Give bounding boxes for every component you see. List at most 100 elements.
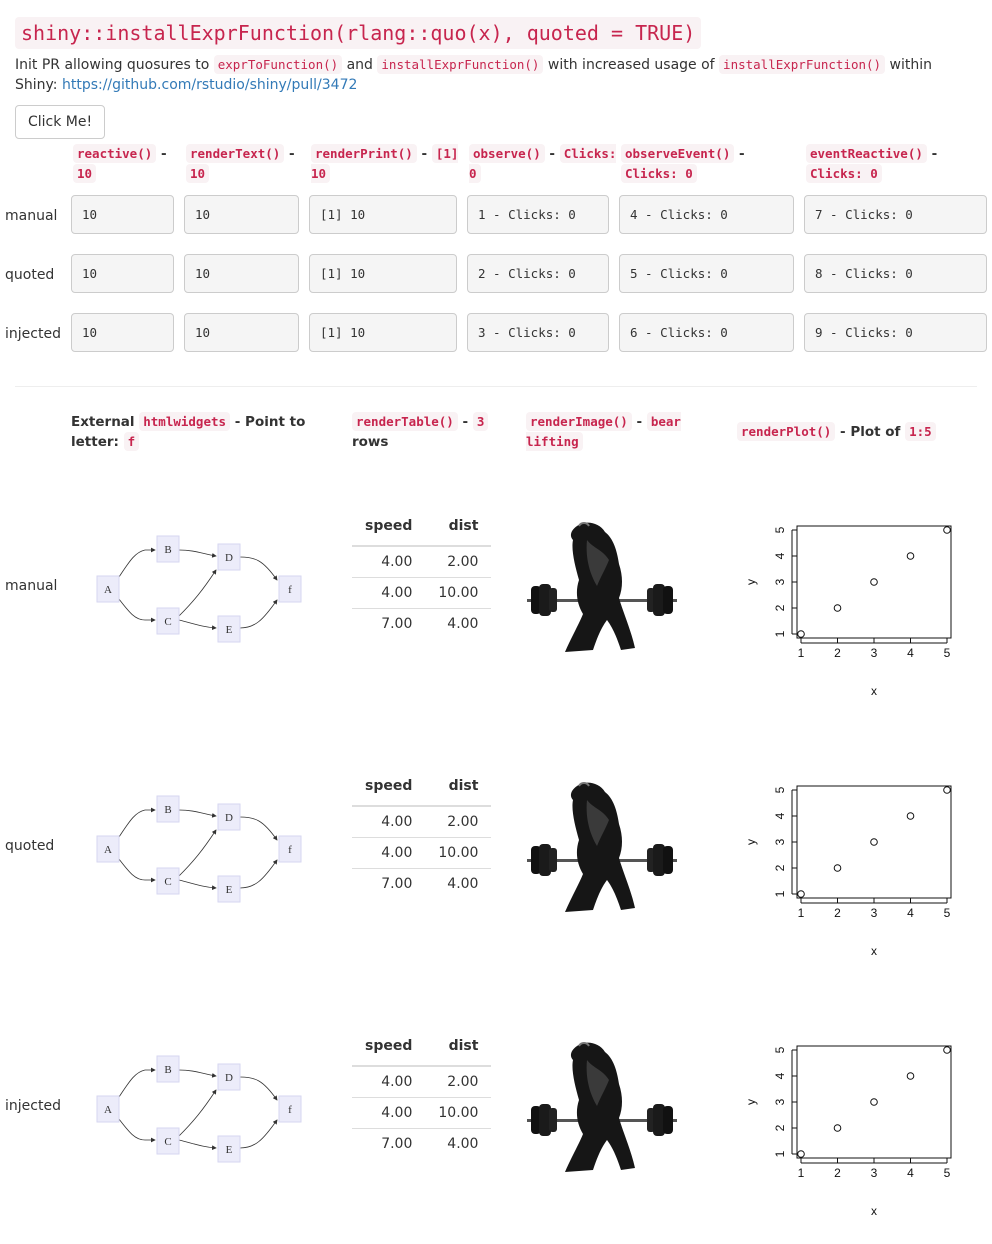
output-box: 10 (71, 195, 174, 234)
graph-node-label: D (225, 1072, 233, 1084)
column-header-value: Clicks: 0 (806, 164, 882, 183)
graph-node[interactable]: A (96, 835, 120, 863)
intro-text: Init PR allowing quosures to (15, 57, 214, 73)
table-header: speed (352, 514, 426, 547)
y-tick-label: 1 (773, 1150, 787, 1157)
header-text: - Plot of (835, 424, 906, 440)
header-code: htmlwidgets (139, 412, 231, 431)
y-tick-label: 5 (773, 526, 787, 533)
graph-node[interactable]: D (217, 543, 241, 571)
table-cell: 10.00 (425, 1096, 492, 1128)
output-box: 4 - Clicks: 0 (619, 195, 794, 234)
render-image-container (527, 1040, 677, 1178)
graph-node-label: B (164, 544, 171, 556)
graph-node[interactable]: C (156, 607, 180, 635)
x-tick-label: 1 (798, 646, 805, 660)
x-tick-label: 4 (907, 646, 914, 660)
graph-node-label: C (164, 616, 171, 628)
y-tick-label: 1 (773, 630, 787, 637)
x-tick-label: 1 (798, 1166, 805, 1180)
table-cell: 7.00 (352, 1127, 426, 1159)
table-cell: 4.00 (352, 1096, 426, 1128)
column-header-dash: - (284, 146, 295, 162)
graph-edge (118, 858, 156, 883)
intro-code: exprToFunction() (213, 55, 343, 74)
y-tick-label: 2 (773, 1124, 787, 1131)
row-label-manual: manual (5, 578, 58, 594)
intro-code: installExprFunction() (377, 55, 544, 74)
data-point (797, 630, 805, 638)
table-cell: 2.00 (447, 1073, 479, 1090)
plot-box (796, 785, 952, 899)
output-box: 8 - Clicks: 0 (804, 254, 987, 293)
graph-node[interactable]: E (217, 615, 241, 643)
output-box: 5 - Clicks: 0 (619, 254, 794, 293)
table-cell: 4.00 (425, 867, 492, 899)
graph-node[interactable]: E (217, 875, 241, 903)
graph-node-box (278, 1095, 302, 1123)
data-point (906, 1072, 915, 1080)
table-header: dist (425, 1034, 492, 1067)
column-header-dash: - (544, 146, 560, 162)
pr-link[interactable]: https://github.com/rstudio/shiny/pull/34… (61, 77, 358, 93)
output-box: 3 - Clicks: 0 (467, 313, 609, 352)
graph-edge (178, 809, 217, 818)
column-header: eventReactive() - Clicks: 0 (806, 144, 992, 184)
output-box: 6 - Clicks: 0 (619, 313, 794, 352)
column-header: observeEvent() - Clicks: 0 (621, 144, 804, 184)
x-tick-label: 2 (834, 906, 841, 920)
graph-edge (178, 619, 217, 631)
graph-node[interactable]: C (156, 1127, 180, 1155)
graph-node-label: B (164, 1064, 171, 1076)
graph-node[interactable]: A (96, 1095, 120, 1123)
graph-edge (118, 1118, 156, 1143)
graph-node-box (96, 835, 120, 863)
y-tick-label: 3 (773, 1098, 787, 1105)
graph-node-label: A (104, 844, 112, 856)
graph-edge (118, 547, 156, 578)
data-point (797, 1150, 805, 1158)
graph-node[interactable]: B (156, 1055, 180, 1083)
graph-node[interactable]: f (278, 1095, 302, 1123)
graph-node[interactable]: D (217, 1063, 241, 1091)
column-header-dash: - (926, 146, 938, 162)
row-label-quoted: quoted (5, 267, 55, 283)
x-axis-label: x (871, 684, 877, 698)
output-box: 10 (184, 313, 299, 352)
graph-widget[interactable]: A B C D Ef (85, 512, 315, 662)
row-label-injected: injected (5, 1098, 61, 1114)
graph-node-box (156, 535, 180, 563)
graph-node[interactable]: f (278, 575, 302, 603)
graph-node[interactable]: D (217, 803, 241, 831)
graph-edge (178, 549, 217, 558)
graph-node[interactable]: C (156, 867, 180, 895)
click-me-button[interactable]: Click Me! (15, 105, 105, 139)
column-header: observe() - Clicks: 0 (469, 144, 619, 184)
graph-widget[interactable]: A B C D Ef (85, 772, 315, 922)
graph-node[interactable]: A (96, 575, 120, 603)
intro-text: and (342, 57, 378, 73)
graph-node[interactable]: B (156, 795, 180, 823)
graph-node[interactable]: B (156, 535, 180, 563)
graph-edge (118, 807, 156, 838)
graph-node[interactable]: E (217, 1135, 241, 1163)
data-point (943, 786, 951, 794)
y-tick-label: 1 (773, 890, 787, 897)
table-cell: 10.00 (425, 576, 492, 608)
x-tick-label: 4 (907, 906, 914, 920)
plot-box (796, 525, 952, 639)
graph-node-label: f (288, 584, 292, 596)
data-point (833, 604, 842, 612)
graph-widget[interactable]: A B C D Ef (85, 1032, 315, 1182)
graph-node[interactable]: f (278, 835, 302, 863)
y-axis-label: y (744, 839, 758, 845)
graph-edge (239, 816, 278, 841)
section-divider (15, 386, 977, 387)
y-axis-label: y (744, 579, 758, 585)
